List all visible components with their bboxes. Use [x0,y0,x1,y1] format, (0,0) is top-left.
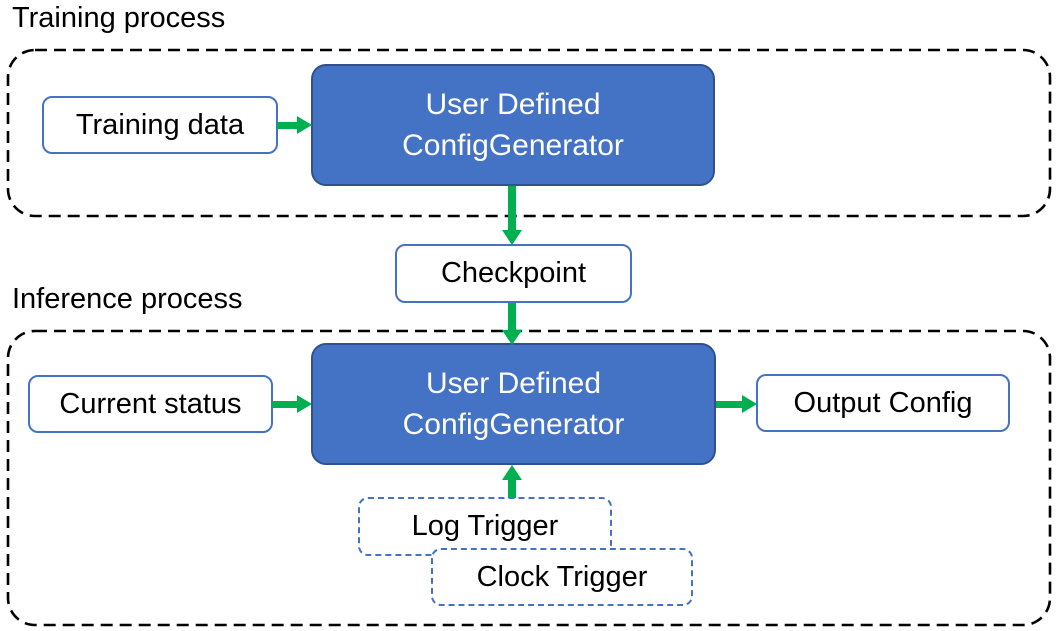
arrow-current-status-to-generator [272,392,312,416]
clock-trigger-node: Clock Trigger [431,548,693,606]
config-generator-inference-line1: User Defined [425,367,602,400]
clock-trigger-label: Clock Trigger [476,560,648,593]
arrow-checkpoint-to-generator [502,303,522,345]
arrow-head-right-icon [742,395,757,413]
current-status-node: Current status [28,375,273,433]
config-generator-training-node: User Defined ConfigGenerator [311,64,715,186]
arrow-triggers-to-generator [502,465,522,498]
config-generator-inference-line2: ConfigGenerator [402,408,625,441]
arrow-shaft [508,186,516,230]
current-status-label: Current status [59,387,242,420]
training-process-label: Training process [12,2,226,34]
config-generator-training-line1: User Defined [425,88,601,121]
arrow-head-down-icon [502,230,522,245]
output-config-label: Output Config [793,386,973,419]
arrow-head-right-icon [297,116,312,134]
log-trigger-label: Log Trigger [411,510,559,542]
config-generator-inference-node: User Defined ConfigGenerator [311,343,716,465]
arrow-head-right-icon [297,395,312,413]
arrow-shaft [277,121,297,129]
training-process-container [6,48,1052,218]
arrow-generator-to-checkpoint [502,186,522,245]
arrow-head-up-icon [502,465,522,480]
inference-process-container [6,329,1052,627]
log-trigger-node: Log Trigger [358,497,612,556]
inference-process-label: Inference process [12,283,243,315]
training-data-node: Training data [42,96,278,154]
arrow-generator-to-output-config [716,392,757,416]
output-config-node: Output Config [756,374,1010,432]
arrow-training-data-to-generator [277,113,312,137]
arrow-shaft [716,400,742,408]
training-data-label: Training data [75,108,245,141]
arrow-shaft [272,400,297,408]
checkpoint-node: Checkpoint [395,244,632,303]
arrow-head-down-icon [502,330,522,345]
arrow-shaft [508,480,516,498]
checkpoint-label: Checkpoint [440,257,587,289]
arrow-shaft [508,303,516,330]
config-generator-training-line2: ConfigGenerator [402,129,624,162]
